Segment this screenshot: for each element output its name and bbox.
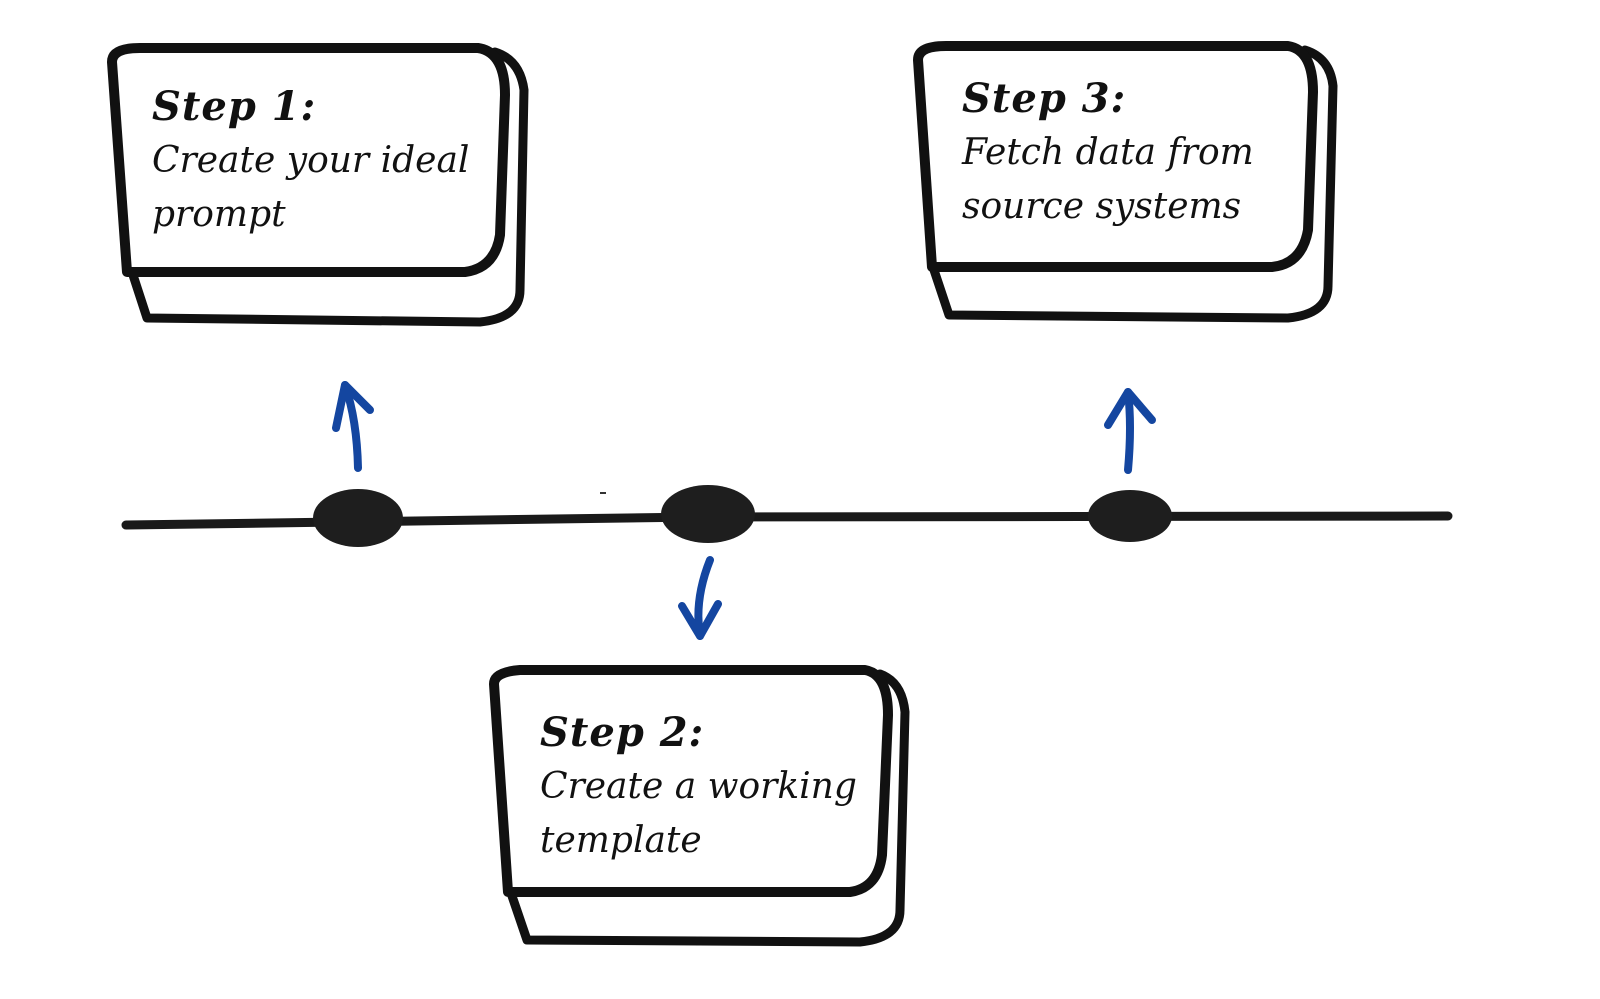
arrow-up-3 — [1104, 388, 1156, 474]
arrow-down-2 — [678, 556, 722, 640]
step-3-box — [913, 41, 1338, 323]
timeline-node-1 — [313, 489, 403, 547]
timeline-node-3 — [1088, 490, 1172, 542]
step-2-box — [489, 665, 910, 947]
step-2-title: Step 2: — [540, 709, 705, 756]
step-3-description: Fetch data from source systems — [962, 132, 1254, 227]
step-1-title: Step 1: — [152, 83, 317, 130]
step-1-description: Create your ideal prompt — [152, 140, 470, 235]
step-3-label: Step 3: Fetch data from source systems — [962, 72, 1307, 234]
arrow-up-1 — [332, 381, 374, 472]
step-3-title: Step 3: — [962, 75, 1127, 122]
step-1-label: Step 1: Create your ideal prompt — [152, 80, 497, 242]
timeline-node-2 — [661, 485, 755, 543]
step-2-label: Step 2: Create a working template — [540, 706, 885, 868]
step-1-box — [107, 43, 529, 327]
step-2-description: Create a working template — [540, 766, 857, 861]
